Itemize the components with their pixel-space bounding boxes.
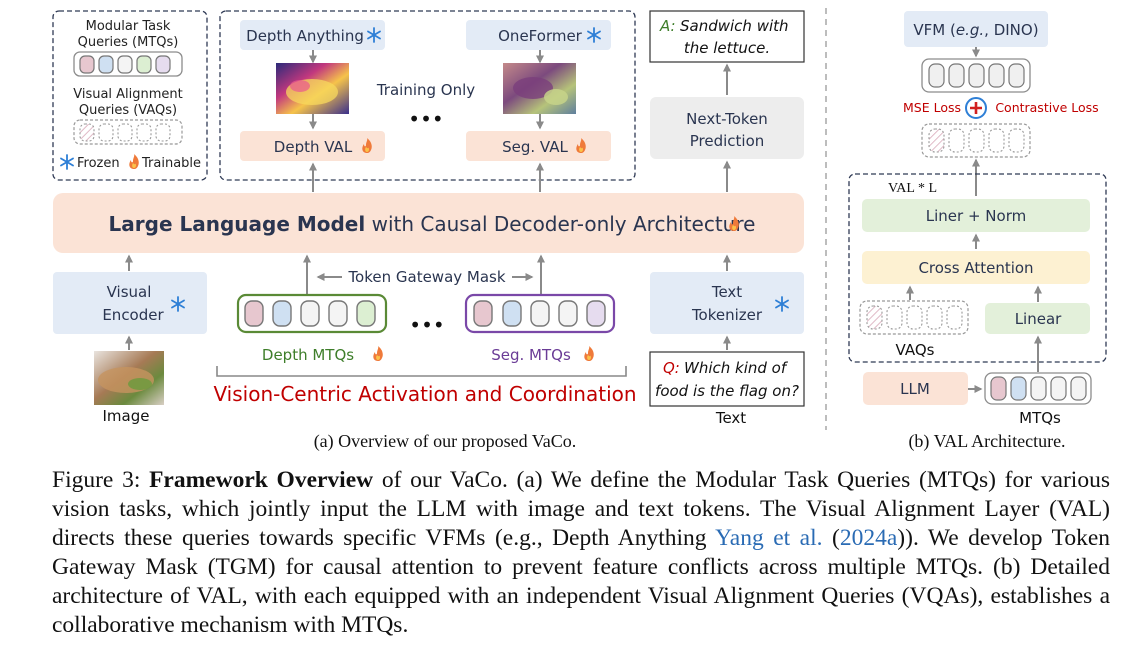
segmentation-image	[503, 63, 576, 114]
text-tokenizer-box	[650, 272, 804, 334]
visual-encoder-line1: Visual	[107, 283, 152, 301]
snowflake-icon	[60, 154, 74, 170]
flame-icon	[373, 346, 383, 361]
oneformer-box	[466, 20, 611, 50]
legend-vaq-line1: Visual Alignment	[73, 87, 183, 102]
legend-box	[52, 10, 208, 181]
next-token-prediction-box	[650, 97, 804, 159]
ellipsis: •••	[408, 107, 443, 131]
mtqs-label: MTQs	[1019, 409, 1061, 427]
val-output-tokens	[921, 123, 1031, 158]
seg-val-box	[466, 131, 611, 161]
linear-label: Linear	[1015, 310, 1062, 328]
text-label: Text	[715, 409, 746, 427]
cite-close: )).	[897, 525, 919, 551]
vfm-post: , DINO)	[984, 21, 1038, 39]
cite-open: (	[822, 525, 840, 551]
linear-box	[985, 303, 1090, 334]
flame-icon	[584, 346, 594, 361]
mtq-ellipsis: •••	[409, 313, 444, 337]
llm-title-rest: with Causal Decoder-only Architecture	[372, 212, 756, 236]
depth-anything-box	[240, 20, 385, 50]
vfm-feature-tokens	[921, 58, 1031, 93]
question-box	[649, 351, 805, 407]
vision-centric-label: Vision-Centric Activation and Coordinati…	[213, 382, 636, 406]
vfm-box	[904, 11, 1048, 47]
bracket	[216, 366, 627, 377]
figure-caption: Figure 3: Framework Overview of our VaCo…	[52, 466, 1110, 640]
framework-figure: Modular Task Queries (MTQs) Visual Align…	[52, 8, 1107, 452]
seg-val-label: Seg. VAL	[502, 138, 568, 156]
question-line1: Which kind of	[684, 359, 789, 377]
answer-box	[649, 10, 805, 63]
answer-line1: Sandwich with	[680, 17, 789, 35]
legend-frozen: Frozen	[77, 156, 120, 171]
liner-norm-box	[862, 199, 1090, 232]
mtq-tokens-right	[984, 372, 1092, 405]
depth-val-box	[240, 131, 385, 161]
caption-text-1: of our VaCo. (a) We define the Modular T…	[52, 467, 1110, 551]
val-times-l-label: VAL * L	[888, 181, 937, 196]
question-line2: food is the flag on?	[655, 382, 799, 400]
text-tokenizer-line2: Tokenizer	[691, 306, 763, 324]
legend-vaq-line2: Queries (VAQs)	[79, 103, 177, 118]
cross-attention-box	[862, 251, 1090, 284]
llm-title-bold: Large Language Model	[109, 212, 366, 236]
citation-link[interactable]: Yang et al.	[715, 525, 823, 551]
text-tokenizer-line1: Text	[711, 283, 742, 301]
vaq-tokens	[859, 300, 969, 335]
next-token-line2: Prediction	[690, 132, 765, 150]
visual-encoder-box	[53, 272, 207, 334]
answer-prefix: A:	[659, 17, 676, 35]
depth-mtq-tokens	[236, 293, 388, 334]
val-block-box	[848, 173, 1107, 363]
visual-encoder-line2: Encoder	[102, 306, 164, 324]
cross-attention-label: Cross Attention	[918, 259, 1033, 277]
caption-bold: Framework Overview	[149, 467, 374, 493]
answer-line2: the lettuce.	[684, 39, 770, 57]
image-label: Image	[103, 407, 150, 425]
mse-loss-label: MSE Loss	[903, 100, 961, 115]
liner-norm-label: Liner + Norm	[926, 207, 1026, 225]
legend-mtq-line2: Queries (MTQs)	[78, 35, 179, 50]
depth-anything-label: Depth Anything	[246, 27, 364, 45]
next-token-line1: Next-Token	[686, 110, 768, 128]
vfm-pre: VFM (	[913, 21, 955, 39]
training-only-label: Training Only	[376, 81, 475, 99]
token-gateway-mask-label: Token Gateway Mask	[347, 268, 505, 286]
caption-text-2: We develop Token Gateway Mask (TGM) for …	[52, 525, 1111, 638]
question-prefix: Q:	[663, 359, 680, 377]
training-only-box	[219, 10, 636, 181]
vfm-label: VFM (e.g., DINO)	[913, 21, 1038, 39]
input-photo	[94, 351, 164, 405]
vaqs-label: VAQs	[896, 341, 935, 359]
llm-bar	[53, 193, 804, 253]
subcaption-a: (a) Overview of our proposed VaCo.	[314, 431, 577, 452]
legend-mtq-tokens	[73, 51, 183, 77]
depth-map-image	[276, 63, 349, 114]
subcaption-b: (b) VAL Architecture.	[908, 431, 1065, 452]
llm-small-label: LLM	[900, 380, 930, 398]
depth-val-label: Depth VAL	[274, 138, 353, 156]
llm-title: Large Language Model with Causal Decoder…	[109, 212, 756, 236]
depth-mtqs-label: Depth MTQs	[262, 346, 354, 364]
vfm-eg: e.g.	[956, 21, 984, 39]
caption-label: Figure 3:	[52, 467, 150, 493]
llm-small-box	[863, 372, 968, 405]
oneformer-label: OneFormer	[498, 27, 583, 45]
seg-mtq-tokens	[464, 293, 616, 334]
contrastive-loss-label: Contrastive Loss	[995, 100, 1098, 115]
flame-icon	[129, 154, 139, 169]
citation-year-link[interactable]: 2024a	[839, 525, 898, 551]
legend-mtq-line1: Modular Task	[86, 19, 171, 34]
seg-mtqs-label: Seg. MTQs	[491, 346, 571, 364]
legend-vaq-tokens	[73, 119, 183, 145]
loss-plus-icon	[965, 97, 987, 119]
legend-trainable: Trainable	[141, 156, 201, 171]
